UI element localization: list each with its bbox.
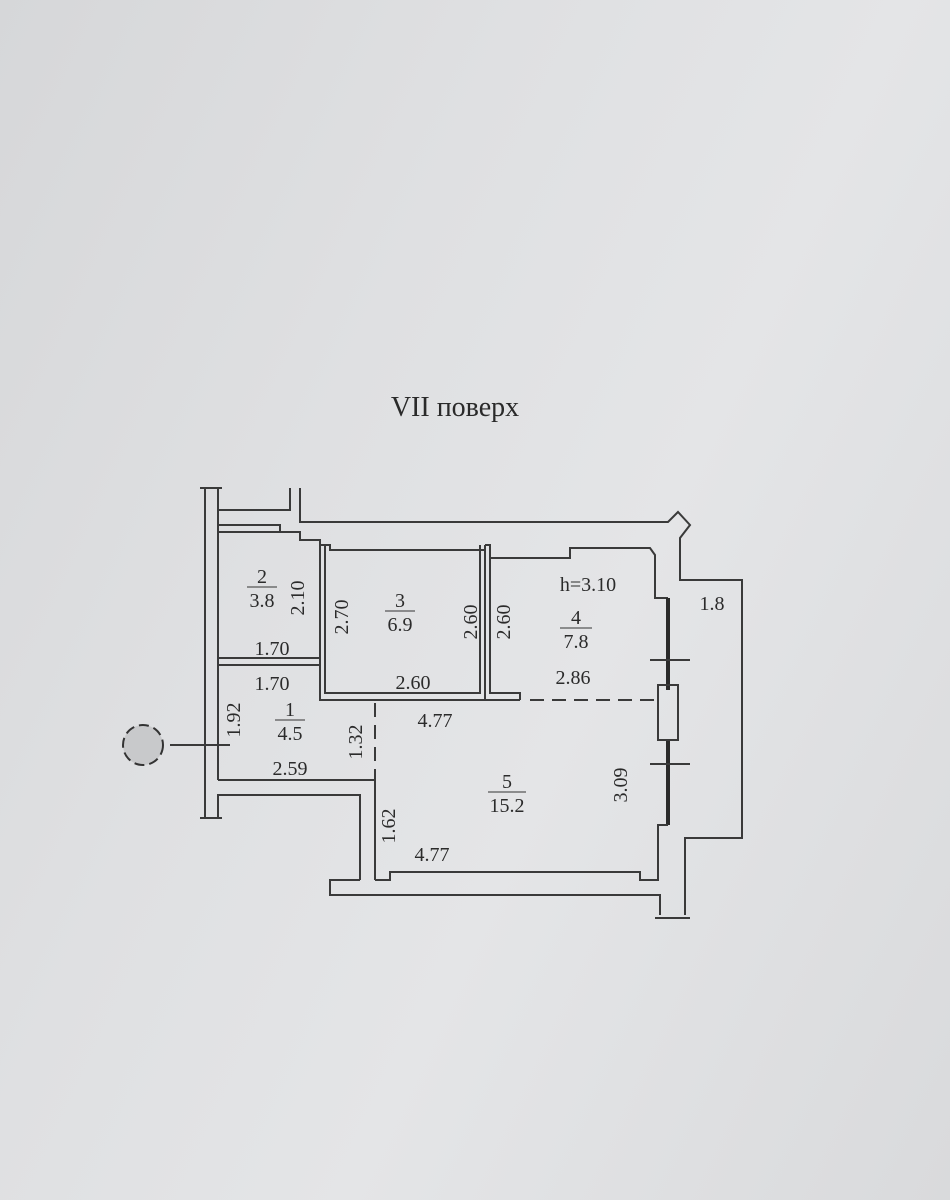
room-2-number: 2 bbox=[257, 566, 267, 588]
dim-r5-left: 1.62 bbox=[378, 809, 400, 844]
dim-r4-bottom: 2.86 bbox=[556, 667, 591, 689]
room-1-number: 1 bbox=[285, 699, 295, 721]
balcony-area: 1.8 bbox=[700, 593, 725, 615]
room-1-area: 4.5 bbox=[278, 723, 303, 745]
floor-title: VII поверх bbox=[390, 392, 520, 423]
room-2: 2 3.8 bbox=[247, 566, 277, 612]
dim-r1-door: 1.32 bbox=[345, 725, 367, 760]
room-3: 3 6.9 bbox=[385, 590, 415, 636]
room-1: 1 4.5 bbox=[275, 699, 305, 745]
dim-r1-height: 1.92 bbox=[223, 703, 245, 738]
entrance-marker bbox=[122, 724, 230, 766]
dimensions: 1.70 2.10 1.70 1.92 2.59 1.32 2.70 2.60 … bbox=[223, 581, 632, 867]
dim-r2-width: 1.70 bbox=[255, 638, 290, 660]
room-5-number: 5 bbox=[502, 771, 512, 793]
dim-r5-bottom: 4.77 bbox=[415, 844, 450, 866]
room-5: 5 15.2 bbox=[488, 771, 526, 817]
dim-r3-bottom: 2.60 bbox=[396, 672, 431, 694]
dim-r1-top: 1.70 bbox=[255, 673, 290, 695]
room-4-number: 4 bbox=[571, 607, 581, 629]
dim-r3-right: 2.60 bbox=[460, 605, 482, 640]
ceiling-height: h=3.10 bbox=[560, 574, 616, 596]
room-3-area: 6.9 bbox=[388, 614, 413, 636]
dim-r3-left: 2.70 bbox=[331, 600, 353, 635]
dim-r2-height: 2.10 bbox=[287, 581, 309, 616]
dim-r4-left: 2.60 bbox=[493, 605, 515, 640]
dim-r1-bottom: 2.59 bbox=[273, 758, 308, 780]
room-3-number: 3 bbox=[395, 590, 405, 612]
room-4: h=3.10 4 7.8 bbox=[560, 574, 616, 653]
dim-r5-right: 3.09 bbox=[610, 768, 632, 803]
dim-r5-top: 4.77 bbox=[418, 710, 453, 732]
room-2-area: 3.8 bbox=[250, 590, 275, 612]
room-5-area: 15.2 bbox=[490, 795, 525, 817]
room-4-area: 7.8 bbox=[564, 631, 589, 653]
walls bbox=[200, 487, 743, 919]
